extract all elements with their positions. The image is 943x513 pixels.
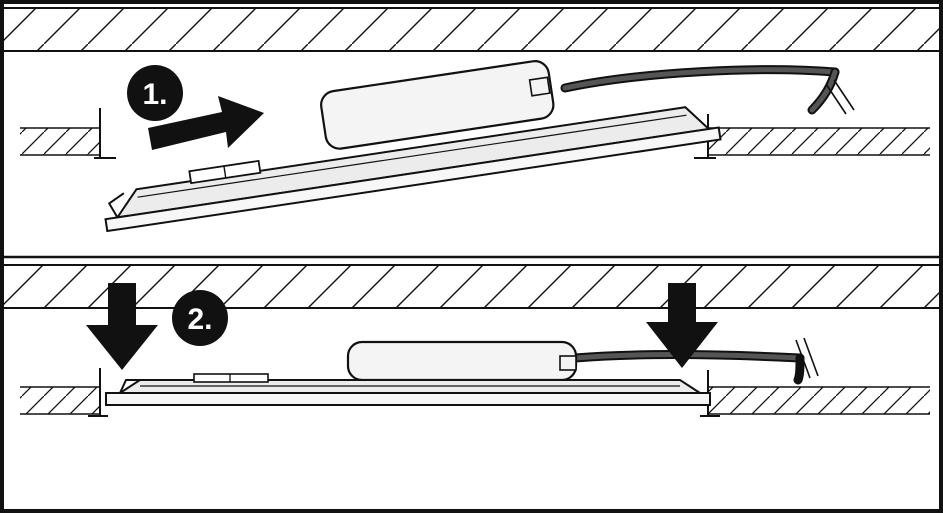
led-panel-installed xyxy=(105,340,711,406)
arrow-down-left xyxy=(86,283,158,370)
panel-bezel-2 xyxy=(105,392,711,406)
step-2-label: 2. xyxy=(187,303,212,336)
ceiling-slab-top-2 xyxy=(4,265,939,308)
ceiling-board-left-2 xyxy=(20,368,108,417)
step-1-badge: 1. xyxy=(127,65,183,121)
driver-box-2 xyxy=(346,340,578,382)
panel-step-1: 1. xyxy=(4,7,939,233)
step-2-badge: 2. xyxy=(172,290,228,346)
panel-bezel xyxy=(104,126,722,233)
driver-box xyxy=(320,60,555,150)
cable-break-mark xyxy=(825,83,847,115)
ceiling-board-left xyxy=(20,108,116,159)
panel-step-2: 2. xyxy=(4,264,939,417)
ceiling-board-right-2 xyxy=(700,370,930,417)
ceiling-slab-top xyxy=(4,8,939,51)
arrow-down-right xyxy=(646,283,718,368)
led-panel-tilted xyxy=(104,60,722,233)
spring-clip-2 xyxy=(193,373,269,383)
arrow-right xyxy=(148,96,264,150)
step-1-label: 1. xyxy=(142,78,167,111)
cable-break-mark-2 xyxy=(795,339,811,379)
